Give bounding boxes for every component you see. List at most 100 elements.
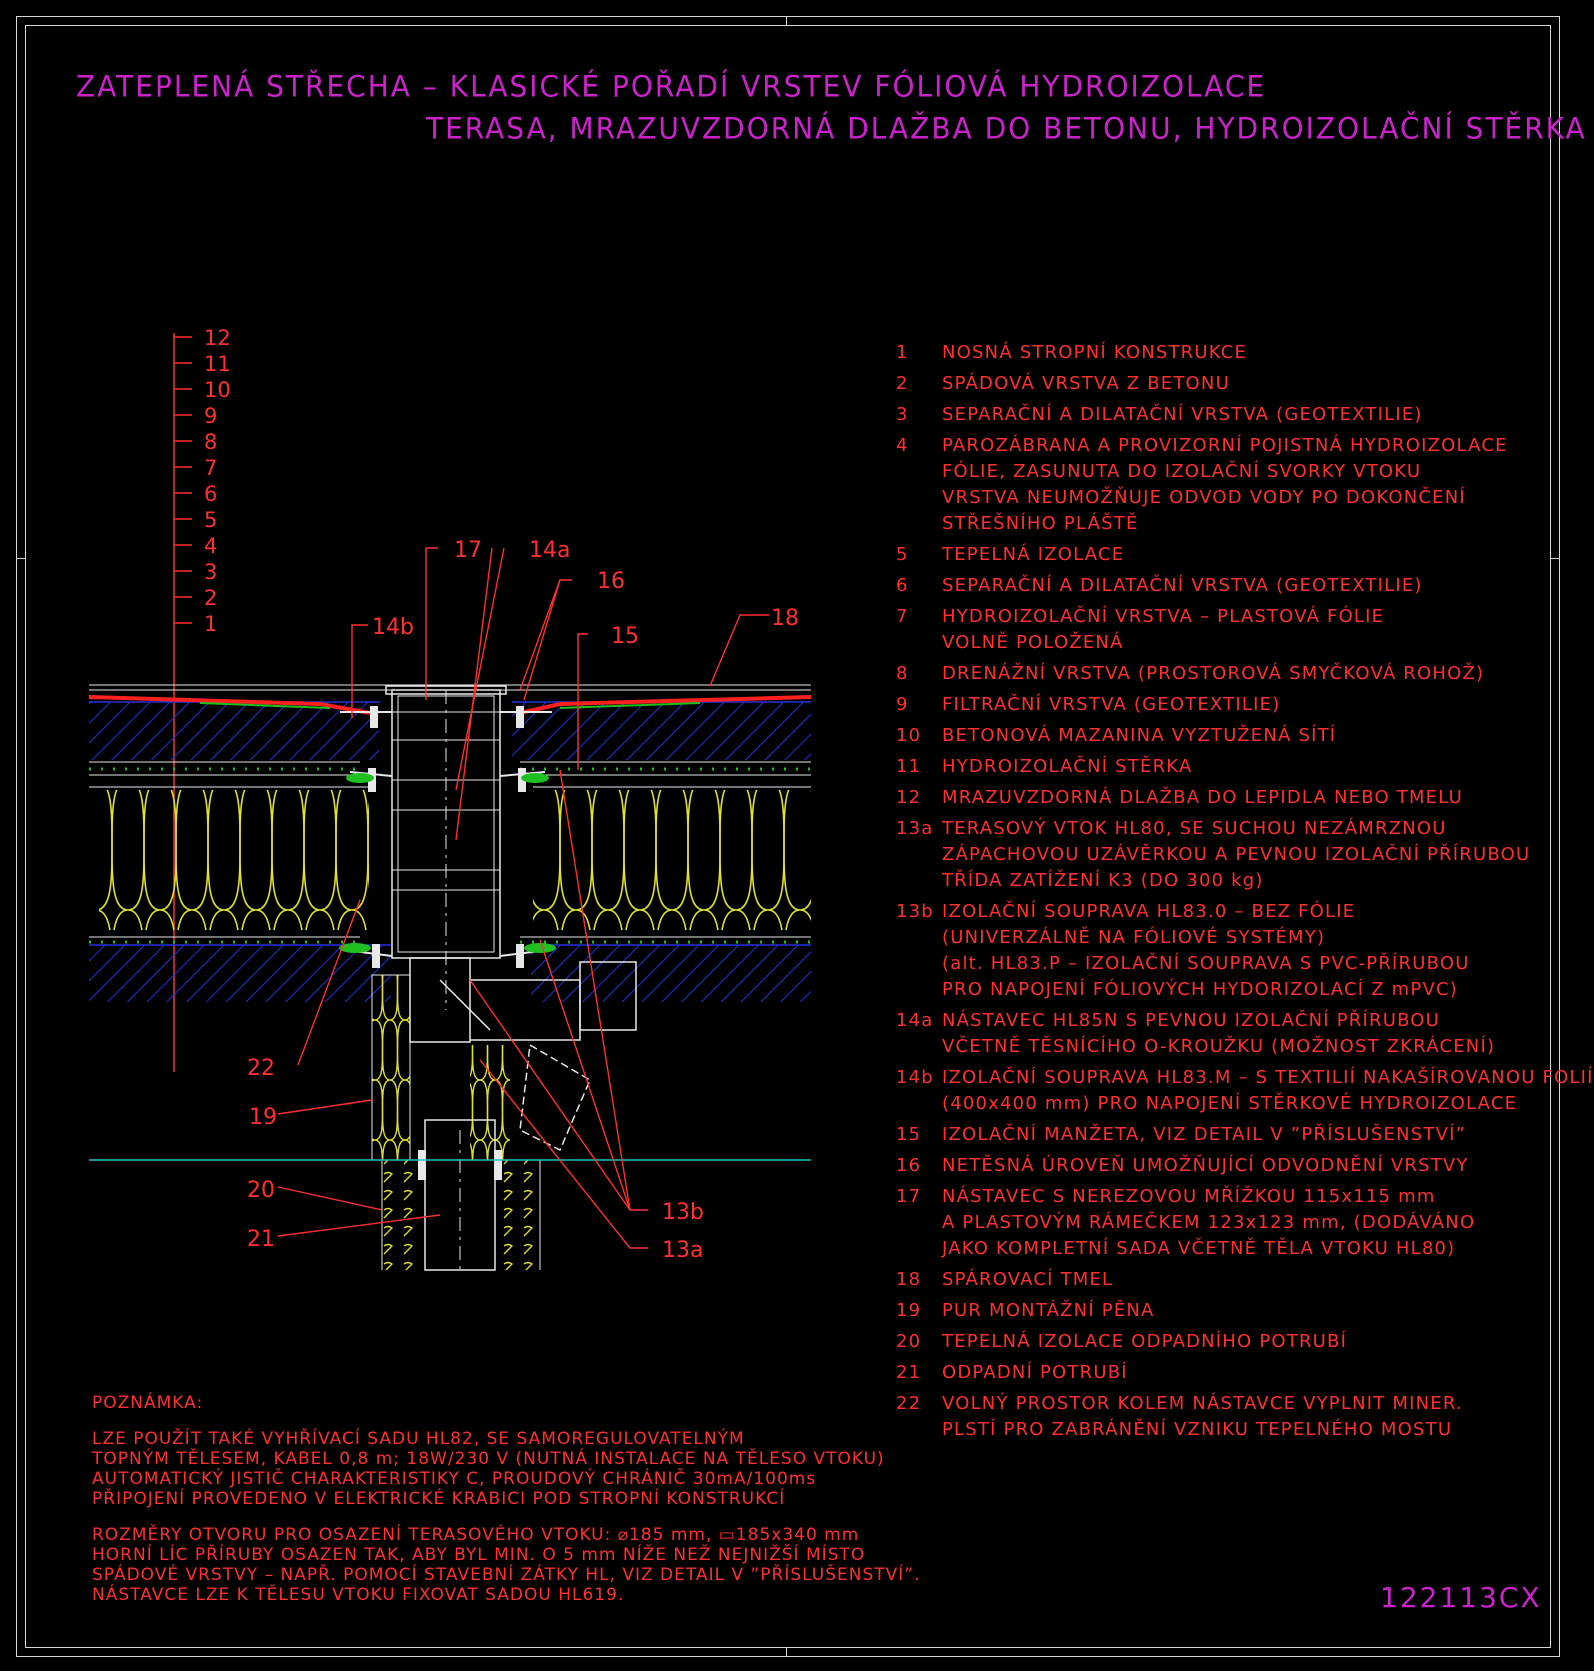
legend-number: 19 (896, 1300, 922, 1321)
legend-text: ODPADNÍ POTRUBÍ (942, 1362, 1128, 1383)
leader-lines (277, 547, 769, 1249)
legend-item: 9 FILTRAČNÍ VRSTVA (GEOTEXTILIE) (890, 692, 1540, 718)
legend-number: 7 (896, 606, 909, 627)
callout-13b: 13b (662, 1200, 704, 1225)
scale-label: 7 (204, 456, 217, 480)
legend-text: VOLNÝ PROSTOR KOLEM NÁSTAVCE VYPLNIT MIN… (942, 1393, 1463, 1414)
frame-tick-left (16, 558, 25, 559)
legend-text: NÁSTAVEC HL85N S PEVNOU IZOLAČNÍ PŘÍRUBO… (942, 1010, 1441, 1031)
legend-number: 9 (896, 694, 909, 715)
callout-14a: 14a (529, 538, 570, 563)
inner-frame (25, 25, 1551, 1648)
legend-number: 12 (896, 787, 922, 808)
note-paragraph-1: LZE POUŽÍT TAKÉ VYHŘÍVACÍ SADU HL82, SE … (92, 1429, 921, 1509)
legend-number: 18 (896, 1269, 922, 1290)
concrete-screed (89, 701, 811, 760)
note-line: NÁSTAVCE LZE K TĚLESU VTOKU FIXOVAT SADO… (92, 1585, 625, 1605)
legend-text: ZÁPACHOVOU UZÁVĚRKOU A PEVNOU IZOLAČNÍ P… (942, 844, 1531, 865)
legend-item: 13a TERASOVÝ VTOK HL80, SE SUCHOU NEZÁMRZ… (890, 816, 1540, 894)
note-line: AUTOMATICKÝ JISTIČ CHARAKTERISTIKY C, PR… (92, 1469, 817, 1489)
note-line: PŘIPOJENÍ PROVEDENO V ELEKTRICKÉ KRABICI… (92, 1489, 786, 1509)
callout-14b: 14b (372, 615, 414, 640)
legend-text: SPÁDOVÁ VRSTVA Z BETONU (942, 373, 1230, 394)
callout-19: 19 (249, 1105, 277, 1130)
drain-body (339, 685, 637, 1152)
note-paragraph-2: ROZMĚRY OTVORU PRO OSAZENÍ TERASOVÉHO VT… (92, 1525, 921, 1605)
callout-13a: 13a (662, 1238, 703, 1263)
legend-text: STŘEŠNÍHO PLÁŠTĚ (942, 513, 1139, 534)
legend-number: 22 (896, 1393, 922, 1414)
legend-text: DRENÁŽNÍ VRSTVA (PROSTOROVÁ SMYČKOVÁ ROH… (942, 663, 1485, 684)
frame-tick-right (1551, 558, 1560, 559)
legend-text: FILTRAČNÍ VRSTVA (GEOTEXTILIE) (942, 694, 1281, 715)
scale-label: 6 (204, 482, 217, 506)
note-block: POZNÁMKA: LZE POUŽÍT TAKÉ VYHŘÍVACÍ SADU… (92, 1393, 921, 1605)
legend-text: VRSTVA NEUMOŽŇUJE ODVOD VODY PO DOKONČEN… (942, 487, 1466, 508)
legend-text: A PLASTOVÝM RÁMEČKEM 123x123 mm, (DODÁVÁ… (942, 1212, 1476, 1233)
legend-number: 10 (896, 725, 922, 746)
legend-item: 14a NÁSTAVEC HL85N S PEVNOU IZOLAČNÍ PŘÍR… (890, 1008, 1540, 1060)
drainage-layers (89, 761, 811, 776)
legend-text: (400x400 mm) PRO NAPOJENÍ STĚRKOVÉ HYDRO… (942, 1093, 1518, 1114)
legend-text: PRO NAPOJENÍ FÓLIOVÝCH HYDORIZOLACÍ Z mP… (942, 979, 1458, 1000)
scale-label: 11 (204, 352, 231, 376)
legend-number: 3 (896, 404, 909, 425)
structural-slab (89, 944, 811, 1002)
legend-number: 11 (896, 756, 922, 777)
legend-number: 13a (896, 818, 934, 839)
legend-item: 20 TEPELNÁ IZOLACE ODPADNÍHO POTRUBÍ (890, 1329, 1540, 1355)
legend-text: SEPARAČNÍ A DILATAČNÍ VRSTVA (GEOTEXTILI… (942, 404, 1423, 425)
callout-15: 15 (611, 624, 639, 649)
callout-16: 16 (597, 569, 625, 594)
legend-text: TEPELNÁ IZOLACE ODPADNÍHO POTRUBÍ (942, 1331, 1348, 1352)
frame-tick-top (786, 16, 787, 25)
note-line: LZE POUŽÍT TAKÉ VYHŘÍVACÍ SADU HL82, SE … (92, 1429, 745, 1449)
title-line-2: TERASA, MRAZUVZDORNÁ DLAŽBA DO BETONU, H… (426, 111, 1587, 146)
legend-item: 16 NETĚSNÁ ÚROVEŇ UMOŽŇUJÍCÍ ODVODNĚNÍ VR… (890, 1153, 1540, 1179)
legend-text: JAKO KOMPLETNÍ SADA VČETNĚ TĚLA VTOKU HL… (942, 1238, 1456, 1259)
legend-text: NETĚSNÁ ÚROVEŇ UMOŽŇUJÍCÍ ODVODNĚNÍ VRST… (942, 1155, 1469, 1176)
legend-number: 20 (896, 1331, 922, 1352)
scale-label: 5 (204, 508, 217, 532)
note-line: HORNÍ LÍC PŘÍRUBY OSAZEN TAK, ABY BYL MI… (92, 1545, 866, 1565)
note-line: TOPNÝM TĚLESEM, KABEL 0,8 m; 18W/230 V (… (92, 1449, 885, 1469)
legend-text: VOLNĚ POLOŽENÁ (942, 632, 1124, 653)
title-line-1: ZATEPLENÁ STŘECHA – KLASICKÉ POŘADÍ VRST… (76, 69, 1267, 104)
thermal-insulation (89, 786, 811, 930)
legend-text: PLSTÍ PRO ZABRÁNĚNÍ VZNIKU TEPELNÉHO MOS… (942, 1419, 1453, 1440)
legend-text: IZOLAČNÍ SOUPRAVA HL83.0 – BEZ FÓLIE (942, 901, 1356, 922)
legend-text: PUR MONTÁŽNÍ PĚNA (942, 1300, 1155, 1321)
legend-text: TEPELNÁ IZOLACE (942, 544, 1125, 565)
note-line: SPÁDOVÉ VRSTVY – NAPŘ. POMOCÍ STAVEBNÍ Z… (92, 1565, 921, 1585)
scale-label: 1 (204, 612, 217, 636)
legend-text: TERASOVÝ VTOK HL80, SE SUCHOU NEZÁMRZNOU (942, 818, 1447, 839)
legend-text: SPÁROVACÍ TMEL (942, 1269, 1114, 1290)
legend-text: IZOLAČNÍ SOUPRAVA HL83.M – S TEXTILIÍ NA… (942, 1067, 1594, 1088)
legend-text: SEPARAČNÍ A DILATAČNÍ VRSTVA (GEOTEXTILI… (942, 575, 1423, 596)
legend-text: BETONOVÁ MAZANINA VYZTUŽENÁ SÍTÍ (942, 725, 1337, 746)
waste-pipe (381, 1119, 541, 1271)
legend-number: 1 (896, 342, 909, 363)
callout-18: 18 (771, 606, 799, 631)
drawing-code: 122113CX (1380, 1581, 1542, 1614)
legend-number: 6 (896, 575, 909, 596)
outer-frame (16, 16, 1560, 1657)
legend-number: 16 (896, 1155, 922, 1176)
legend-number: 15 (896, 1124, 922, 1145)
legend-text: MRAZUVZDORNÁ DLAŽBA DO LEPIDLA NEBO TMEL… (942, 787, 1463, 808)
frame-tick-bottom (786, 1648, 787, 1657)
legend-number: 14a (896, 1010, 934, 1031)
legend-text: PAROZÁBRANA A PROVIZORNÍ POJISTNÁ HYDROI… (942, 435, 1508, 456)
legend-item: 3 SEPARAČNÍ A DILATAČNÍ VRSTVA (GEOTEXTIL… (890, 402, 1540, 428)
